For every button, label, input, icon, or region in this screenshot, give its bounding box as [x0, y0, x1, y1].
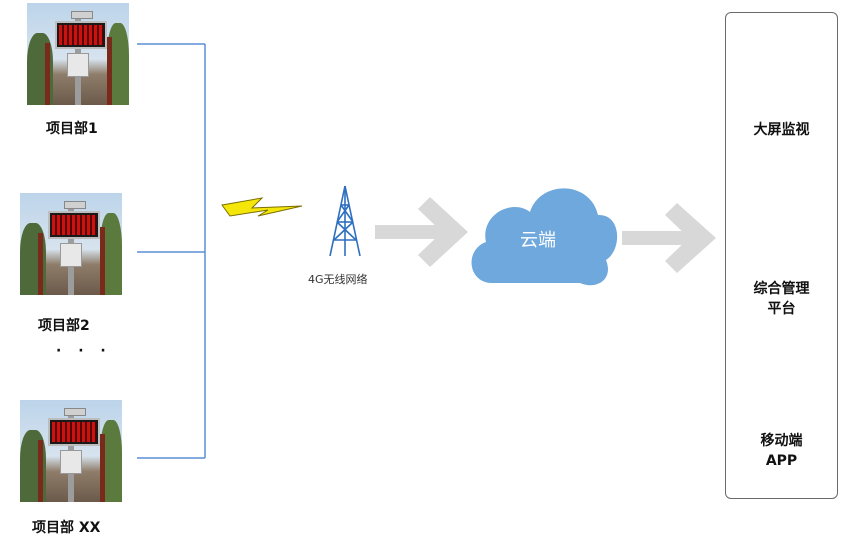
terminal-label-mobile-2: APP [765, 453, 798, 469]
terminal-label-platform-2: 平台 [767, 301, 796, 317]
station-photo-1 [27, 3, 129, 105]
tower-label: 4G无线网络 [308, 273, 368, 286]
terminal-panel [725, 12, 838, 499]
station-photo-3 [20, 400, 122, 502]
ellipsis: · · · [56, 343, 112, 359]
station-photo-2 [20, 193, 122, 295]
tower-icon [329, 185, 361, 257]
station-label-2: 项目部2 [38, 318, 90, 334]
connector-lines [137, 43, 206, 459]
arrow-to-cloud [375, 197, 468, 267]
lightning-icon [221, 197, 303, 217]
station-label-1: 项目部1 [46, 121, 98, 137]
terminal-label-mobile-1: 移动端 [760, 433, 803, 449]
arrow-to-terminals [622, 203, 716, 273]
terminal-label-platform-1: 综合管理 [753, 281, 810, 297]
cloud-icon [471, 188, 618, 286]
station-label-3: 项目部 XX [32, 520, 101, 536]
cloud-label: 云端 [520, 230, 556, 251]
terminal-label-video-wall: 大屏监视 [753, 122, 810, 138]
